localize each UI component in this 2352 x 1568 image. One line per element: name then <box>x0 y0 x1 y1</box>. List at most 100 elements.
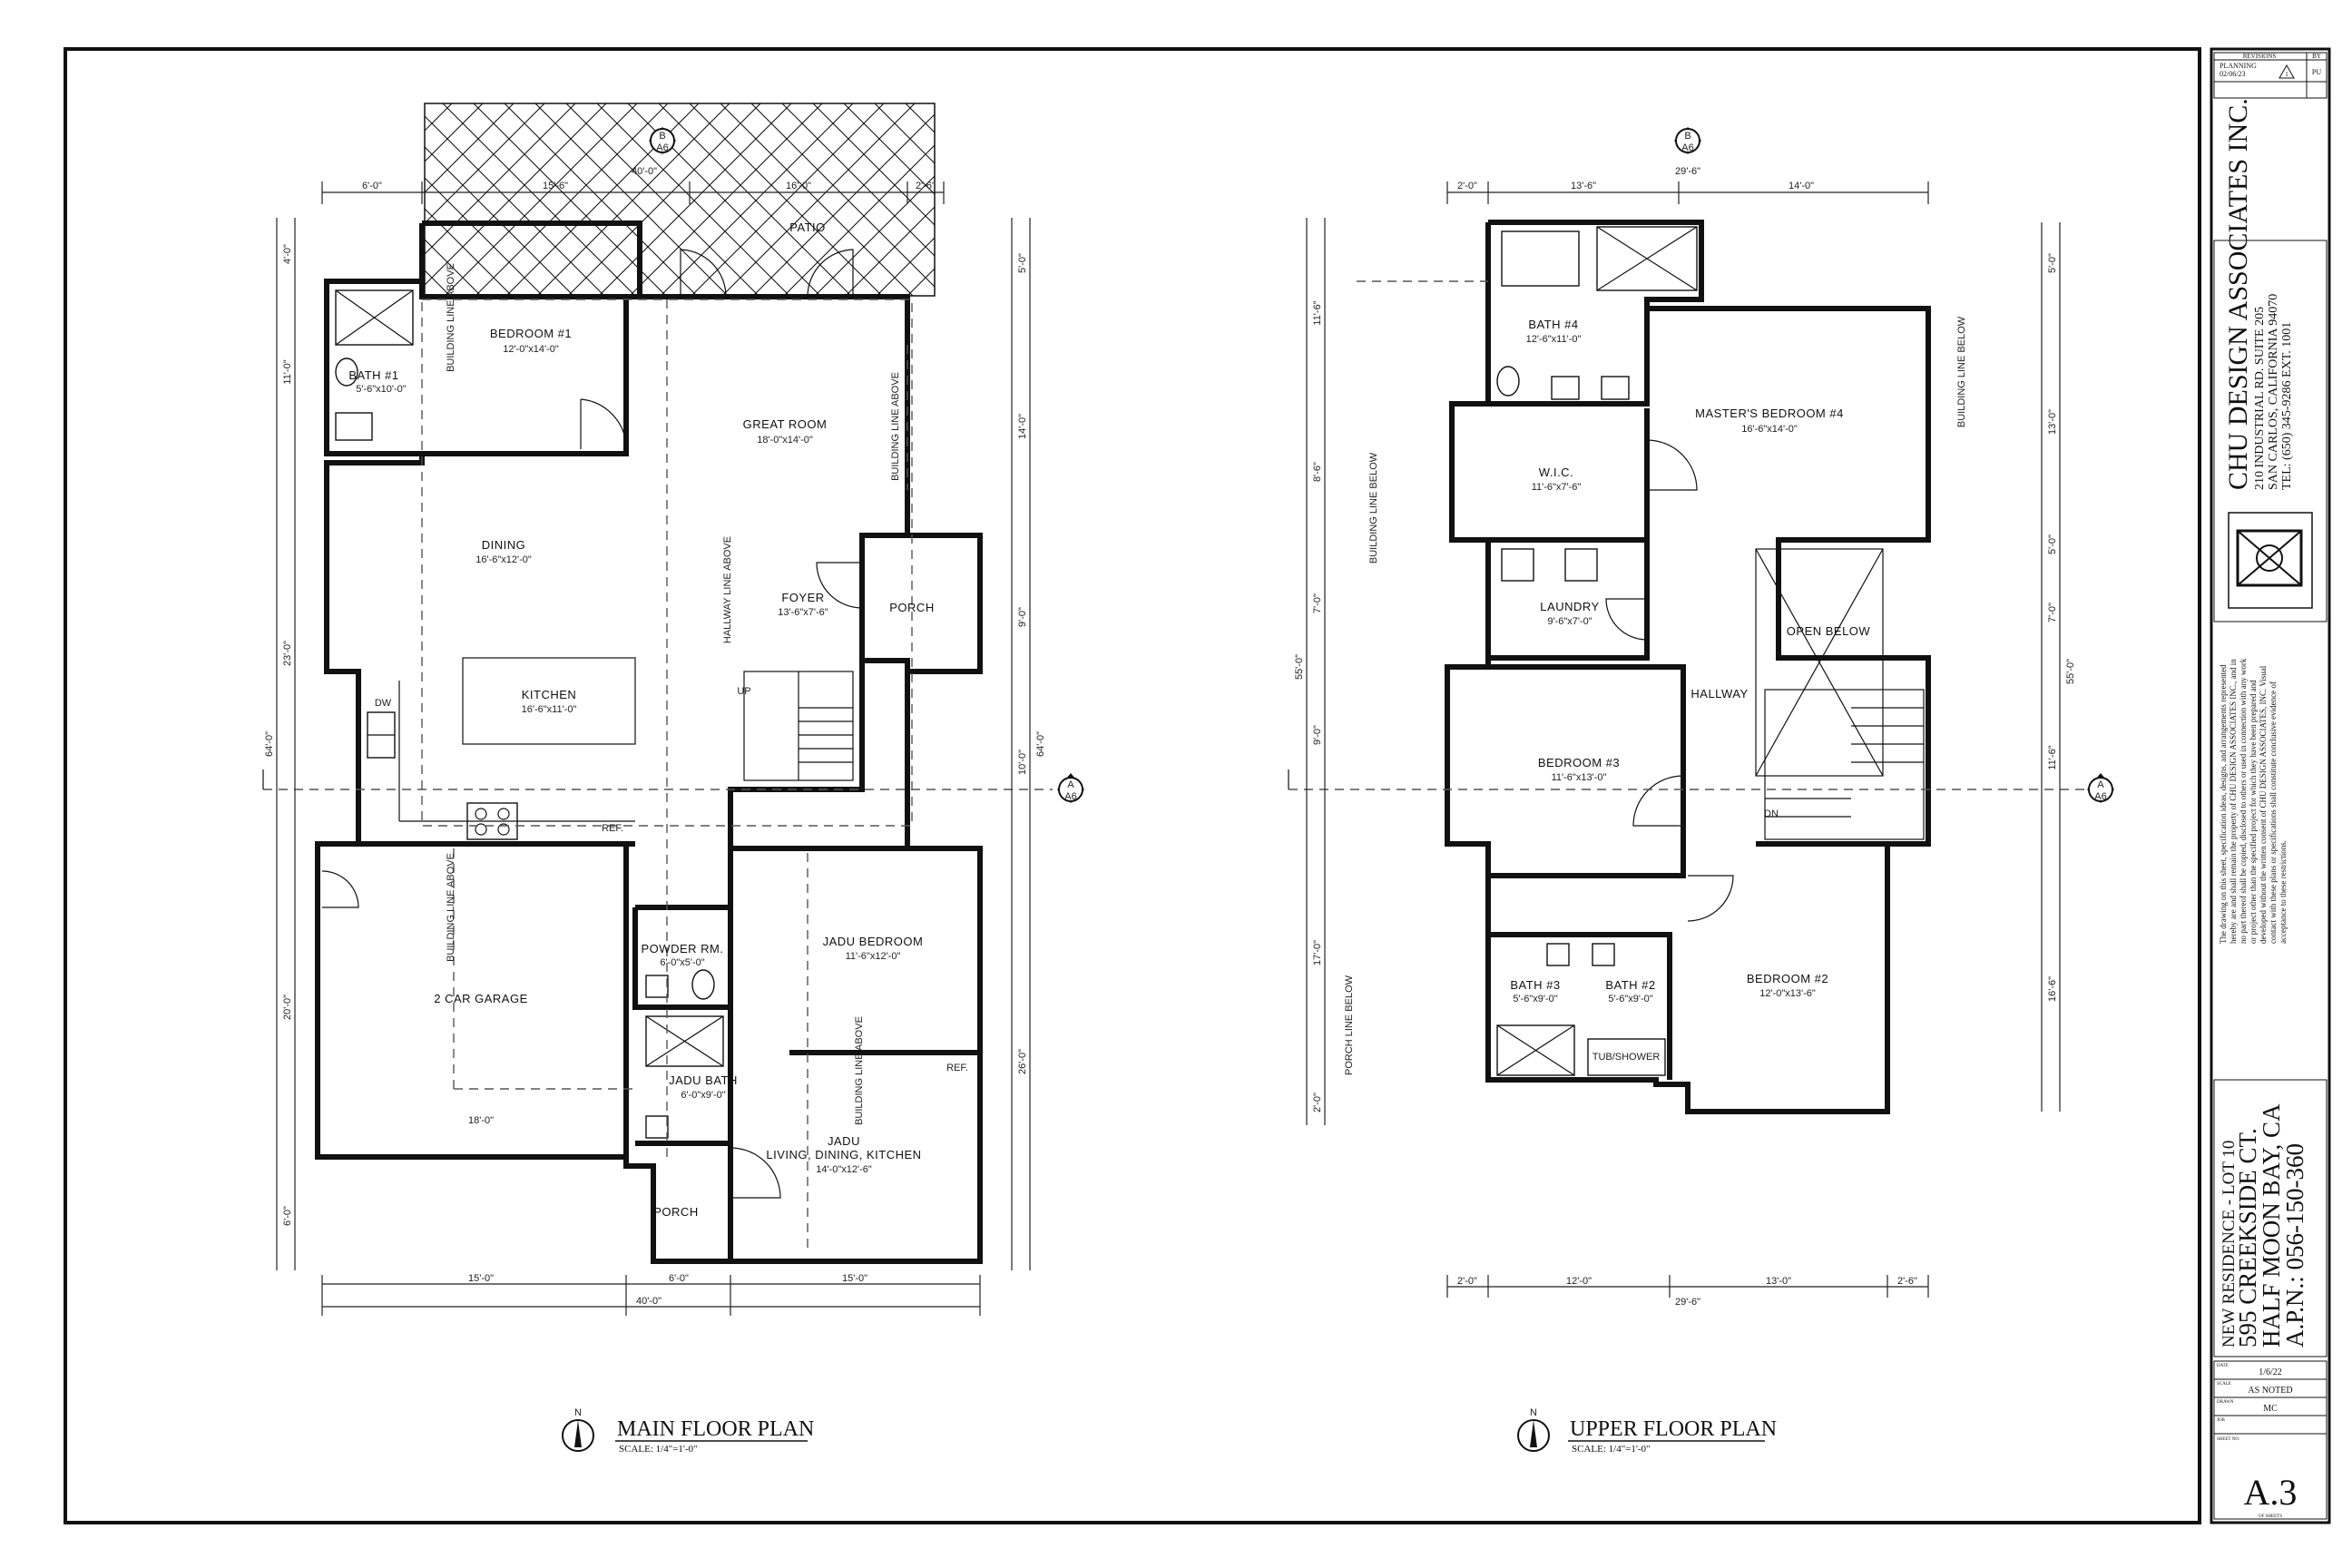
main-stairs <box>743 671 854 781</box>
upper-dim-right-6: 11'-6" <box>2047 745 2058 769</box>
scale-value: AS NOTED <box>2248 1386 2292 1396</box>
dim-left-3: 23'-0" <box>282 641 293 666</box>
upper-dimension-lines <box>1306 181 2061 1298</box>
project-city: HALF MOON BAY, CA <box>2258 1103 2285 1348</box>
rev1-by: PU <box>2312 68 2321 76</box>
svg-text:B: B <box>1684 131 1690 142</box>
svg-text:contact with these plans or sp: contact with these plans or specificatio… <box>2269 681 2278 944</box>
bath3-name: BATH #3 <box>1510 978 1560 992</box>
upper-dim-left-6: 17'-0" <box>1312 940 1323 965</box>
main-plan-title-text: MAIN FLOOR PLAN <box>617 1417 814 1441</box>
master-size: 16'-6"x14'-0" <box>1741 424 1798 435</box>
patio-name: PATIO <box>789 220 826 234</box>
date-value: 1/6/22 <box>2259 1367 2282 1377</box>
north-arrow-label: N <box>574 1407 582 1418</box>
dim-left-1: 4'-0" <box>282 244 293 264</box>
upper-dim-left-5: 9'-0" <box>1312 725 1323 745</box>
blb2: BUILDING LINE BELOW <box>1956 316 1967 427</box>
svg-text:The drawing on this sheet, spe: The drawing on this sheet, specification… <box>2219 664 2228 944</box>
upper-dim-top-2: 13'-6" <box>1571 181 1596 191</box>
disclaimer: The drawing on this sheet, specification… <box>2219 658 2288 944</box>
jadu-bath-size: 6'-0"x9'-0" <box>681 1090 725 1101</box>
main-section-b-marker: B A6 <box>649 127 676 154</box>
great-room-size: 18'-0"x14'-0" <box>757 435 813 446</box>
upper-dim-bottom-3: 13'-0" <box>1766 1276 1791 1287</box>
upper-dim-top-4: 29'-6" <box>1675 166 1700 177</box>
dining-size: 16'-6"x12'-0" <box>475 554 532 565</box>
master-name: MASTER'S BEDROOM #4 <box>1695 407 1844 420</box>
dim-right-6: 26'-0" <box>1017 1049 1028 1074</box>
svg-text:A: A <box>2097 779 2104 790</box>
upper-bath-walls <box>1488 932 1672 1080</box>
porch2-name: PORCH <box>653 1205 698 1219</box>
upper-dim-left-1: 11'-6" <box>1312 300 1323 325</box>
blb1: BUILDING LINE BELOW <box>1368 452 1379 564</box>
jadu-bedroom-name: JADU BEDROOM <box>823 935 924 948</box>
foyer-size: 13'-6"x7'-6" <box>778 607 828 618</box>
wic-name: W.I.C. <box>1539 466 1573 479</box>
main-porch-wall <box>907 533 983 674</box>
bath4-size: 12'-6"x11'-0" <box>1526 334 1582 345</box>
upper-dim-bottom-4: 2'-6" <box>1897 1276 1917 1287</box>
main-bath1-wall <box>324 279 422 456</box>
job-label: JOB <box>2217 1418 2226 1423</box>
patio-area <box>424 103 936 297</box>
dim-bottom-1: 15'-0" <box>468 1273 494 1284</box>
upper-dim-bottom-5: 29'-6" <box>1675 1297 1700 1308</box>
garage-door <box>321 870 359 908</box>
bath1-toilet <box>335 358 358 387</box>
sheet-border <box>64 47 2201 1524</box>
svg-text:A6: A6 <box>1064 791 1076 802</box>
ref1-label: REF. <box>602 823 623 834</box>
dining-name: DINING <box>482 538 526 552</box>
upper-dim-left-4: 55'-0" <box>1294 654 1305 680</box>
powder-toilet <box>691 969 715 1000</box>
company-address2: SAN CARLOS, CALIFORNIA 94070 <box>2267 294 2280 490</box>
wic-size: 11'-6"x7'-6" <box>1532 482 1582 493</box>
rev1-num: 1 <box>2285 71 2288 78</box>
powder-name: POWDER RM. <box>642 942 724 956</box>
master-door <box>1646 439 1698 491</box>
svg-text:A6: A6 <box>1681 142 1693 153</box>
sheet-label: SHEET NO. <box>2217 1437 2239 1442</box>
garage-name: 2 CAR GARAGE <box>434 992 528 1005</box>
upper-plan-labels: BATH #4 12'-6"x11'-0" MASTER'S BEDROOM #… <box>1294 127 2114 1455</box>
bedroom1-size: 12'-0"x14'-0" <box>503 344 559 355</box>
open-below-name: OPEN BELOW <box>1787 624 1871 638</box>
upper-plan-title-text: UPPER FLOOR PLAN <box>1570 1417 1777 1441</box>
upper-dim-left-3: 7'-0" <box>1312 593 1323 613</box>
svg-text:no part thereof shall be copie: no part thereof shall be copied, disclos… <box>2239 658 2248 944</box>
north-arrow-label-2: N <box>1530 1407 1537 1418</box>
dim-top-1: 6'-0" <box>362 181 382 191</box>
bedroom3-name: BEDROOM #3 <box>1538 756 1620 769</box>
upper-dim-right-1: 5'-0" <box>2047 253 2058 273</box>
main-bedroom1-inner <box>422 299 629 456</box>
great-room-name: GREAT ROOM <box>743 417 828 431</box>
upper-bedroom3-wall <box>1447 664 1686 878</box>
dim-left-5: 20'-0" <box>282 995 293 1020</box>
sheet-number: A.3 <box>2244 1472 2298 1513</box>
main-section-a-marker: A A6 <box>1057 773 1084 803</box>
upper-dim-bottom-1: 2'-0" <box>1457 1276 1477 1287</box>
patio-door-right <box>807 249 854 298</box>
upper-dim-left-2: 8'-6" <box>1312 462 1323 482</box>
ref2-label: REF. <box>946 1063 968 1073</box>
bath4-name: BATH #4 <box>1528 318 1578 331</box>
upper-plan-scale: SCALE: 1/4"=1'-0" <box>1572 1444 1651 1455</box>
upper-dim-right-3: 5'-0" <box>2047 534 2058 554</box>
company-address1: 210 INDUSTRIAL RD. SUITE 205 <box>2253 307 2267 490</box>
upper-section-b-marker: B A6 <box>1674 127 1701 154</box>
svg-text:A6: A6 <box>656 142 668 153</box>
jadu-bedroom-size: 11'-6"x12'-0" <box>846 951 901 962</box>
dim-right-4: 64'-0" <box>1035 731 1046 757</box>
dim-left-6: 6'-0" <box>282 1206 293 1226</box>
powder-size: 6'-0"x5'-0" <box>660 957 704 968</box>
dim-left-4: 64'-0" <box>264 731 275 757</box>
jadu-sink <box>645 1115 669 1139</box>
bath1-size: 5'-6"x10'-0" <box>356 384 407 395</box>
bath4-sink2 <box>1601 376 1630 400</box>
project-apn: A.P.N.: 056-150-360 <box>2281 1143 2308 1348</box>
svg-text:hereby are and shall remain th: hereby are and shall remain the property… <box>2229 659 2238 944</box>
svg-text:or project other than the spec: or project other than the specified proj… <box>2249 680 2258 944</box>
bedroom2-door <box>1687 875 1734 922</box>
